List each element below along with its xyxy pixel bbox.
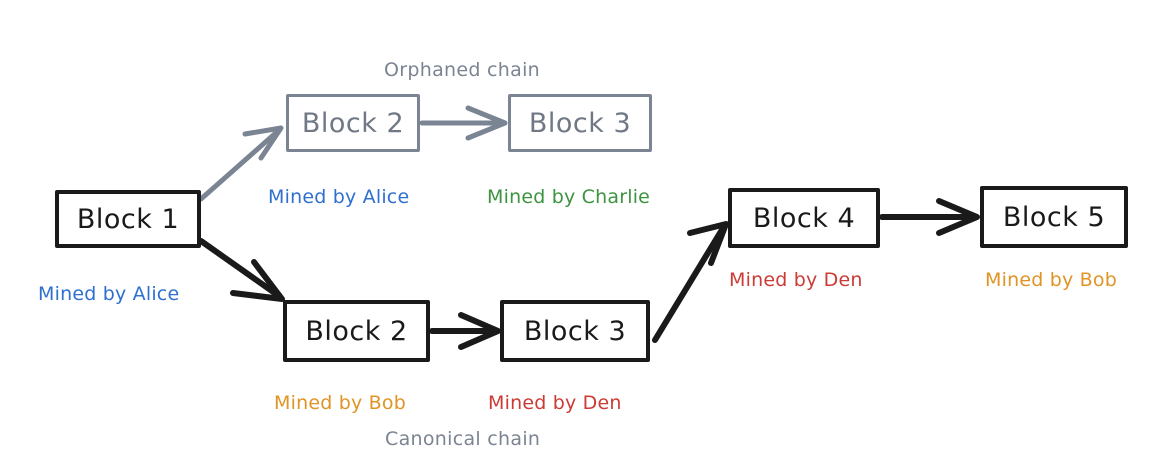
miner-label-block-5: Mined by Bob (985, 269, 1117, 291)
caption-orphaned-chain: Orphaned chain (384, 59, 540, 81)
block-label: Block 1 (76, 203, 180, 235)
block-block-1[interactable]: Block 1 (55, 190, 201, 248)
miner-label-orphan-block-2: Mined by Alice (268, 186, 410, 208)
miner-label-orphan-block-3: Mined by Charlie (487, 186, 651, 208)
arrow-canonical-block3-to-block4 (652, 221, 729, 343)
arrow-block1-to-canonical-block2 (198, 238, 285, 302)
block-label: Block 3 (528, 107, 632, 139)
block-block-4[interactable]: Block 4 (728, 188, 880, 248)
block-label: Block 2 (305, 315, 408, 347)
arrow-orphan-block2-to-orphan-block3 (419, 105, 508, 141)
miner-label-block-4: Mined by Den (729, 269, 863, 291)
block-label: Block 3 (523, 315, 627, 347)
block-label: Block 4 (752, 202, 856, 234)
block-canonical-block-3[interactable]: Block 3 (500, 300, 650, 362)
miner-label-canonical-block-3: Mined by Den (488, 392, 622, 414)
block-orphan-block-2[interactable]: Block 2 (286, 94, 420, 152)
arrow-block4-to-block5 (879, 198, 980, 236)
caption-canonical-chain: Canonical chain (385, 428, 541, 450)
block-label: Block 5 (1002, 201, 1106, 233)
miner-label-canonical-block-2: Mined by Bob (274, 392, 406, 414)
block-canonical-block-2[interactable]: Block 2 (283, 300, 430, 362)
miner-label-block-1: Mined by Alice (38, 283, 180, 305)
block-orphan-block-3[interactable]: Block 3 (508, 94, 652, 152)
block-block-5[interactable]: Block 5 (980, 186, 1128, 248)
block-label: Block 2 (301, 107, 405, 139)
arrow-canonical-block2-to-canonical-block3 (429, 312, 501, 350)
